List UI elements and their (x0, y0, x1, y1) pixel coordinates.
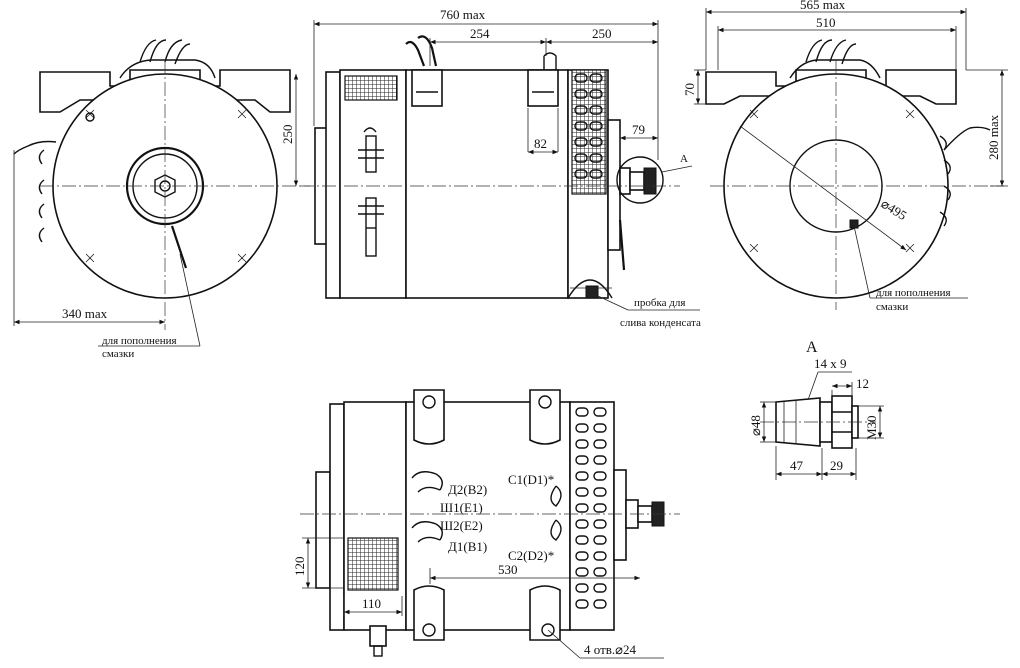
bottom-dim-110: 110 (343, 596, 403, 616)
dim-340-text: 340 max (62, 306, 108, 321)
dim-82-text: 82 (534, 136, 547, 151)
dim-760-text: 760 max (440, 7, 486, 22)
grease-left-line1: для пополнения (102, 335, 177, 347)
dim-530-text: 530 (498, 562, 518, 577)
side-bolt-upper (358, 127, 384, 173)
dim-14x9-text: 14 x 9 (814, 356, 847, 371)
dim-m30-text: M30 (864, 415, 879, 440)
terminal-d2: Д2(B2) (448, 482, 487, 497)
holes-callout: 4 отв.⌀24 (547, 629, 664, 659)
bottom-plan-view (300, 389, 680, 657)
detail-a-title: A (806, 339, 818, 356)
terminal-labels: Д2(B2) Ш1(E1) Ш2(E2) Д1(B1) C1(D1)* C2(D… (440, 472, 554, 563)
dim-79-text: 79 (632, 122, 645, 137)
dim-29-text: 29 (830, 458, 843, 473)
dim-280-text: 280 max (986, 114, 1001, 160)
bottom-vent-slots (575, 407, 607, 609)
dim-120-text: 120 (292, 557, 307, 577)
drain-plug-line2: слива конденсата (620, 317, 701, 329)
side-view-top (300, 35, 680, 299)
grease-left-callout: для пополнения смазки (98, 253, 201, 360)
terminal-sh1: Ш1(E1) (440, 500, 483, 515)
dim-250-side-text: 250 (280, 125, 295, 145)
grease-right-line2: смазки (876, 301, 908, 313)
left-dim-340: 340 max (13, 150, 165, 326)
dim-12-text: 12 (856, 376, 869, 391)
drain-plug-callout: пробка для слива конденсата (597, 295, 701, 329)
top-dim-760: 760 max (313, 7, 659, 160)
dim-565-text: 565 max (800, 0, 846, 12)
top-dim-79: 79 (619, 122, 658, 160)
detail-a-dims: 14 x 9 12 ⌀48 M30 47 29 (748, 356, 884, 480)
top-dim-82: 82 (527, 108, 559, 155)
side-bolt-lower (358, 197, 384, 257)
terminal-c2: C2(D2)* (508, 548, 554, 563)
bottom-dim-120: 120 (292, 537, 344, 589)
dim-48-text: ⌀48 (748, 415, 763, 436)
grease-right-callout: для пополнения смазки (853, 225, 968, 313)
vent-slots (574, 73, 603, 179)
terminal-d1: Д1(B1) (448, 539, 487, 554)
dim-110-text: 110 (362, 596, 381, 611)
holes-text: 4 отв.⌀24 (584, 642, 636, 657)
grease-left-line2: смазки (102, 348, 134, 360)
right-dim-280: 280 max (966, 69, 1008, 187)
terminal-c1: C1(D1)* (508, 472, 554, 487)
view-a-marker-text: A (680, 153, 688, 165)
dim-250-top-text: 250 (592, 26, 612, 41)
right-end-view: ⌀495 (705, 39, 1004, 310)
grease-right-line1: для пополнения (876, 287, 951, 299)
dim-254-text: 254 (470, 26, 490, 41)
left-dim-250: 250 (280, 74, 299, 186)
right-dim-565-510: 565 max 510 (705, 0, 967, 70)
detail-a-view: A (760, 339, 876, 449)
dim-47-text: 47 (790, 458, 804, 473)
terminal-sh2: Ш2(E2) (440, 518, 483, 533)
dim-510-text: 510 (816, 15, 836, 30)
left-end-view (13, 39, 310, 330)
drain-plug-line1: пробка для (634, 297, 685, 309)
bottom-dim-530: 530 (429, 562, 640, 584)
view-a-marker: A (661, 153, 693, 173)
top-dim-254-250: 254 250 (429, 26, 658, 66)
dim-70-text: 70 (682, 83, 697, 96)
right-dim-70: 70 (682, 69, 706, 105)
